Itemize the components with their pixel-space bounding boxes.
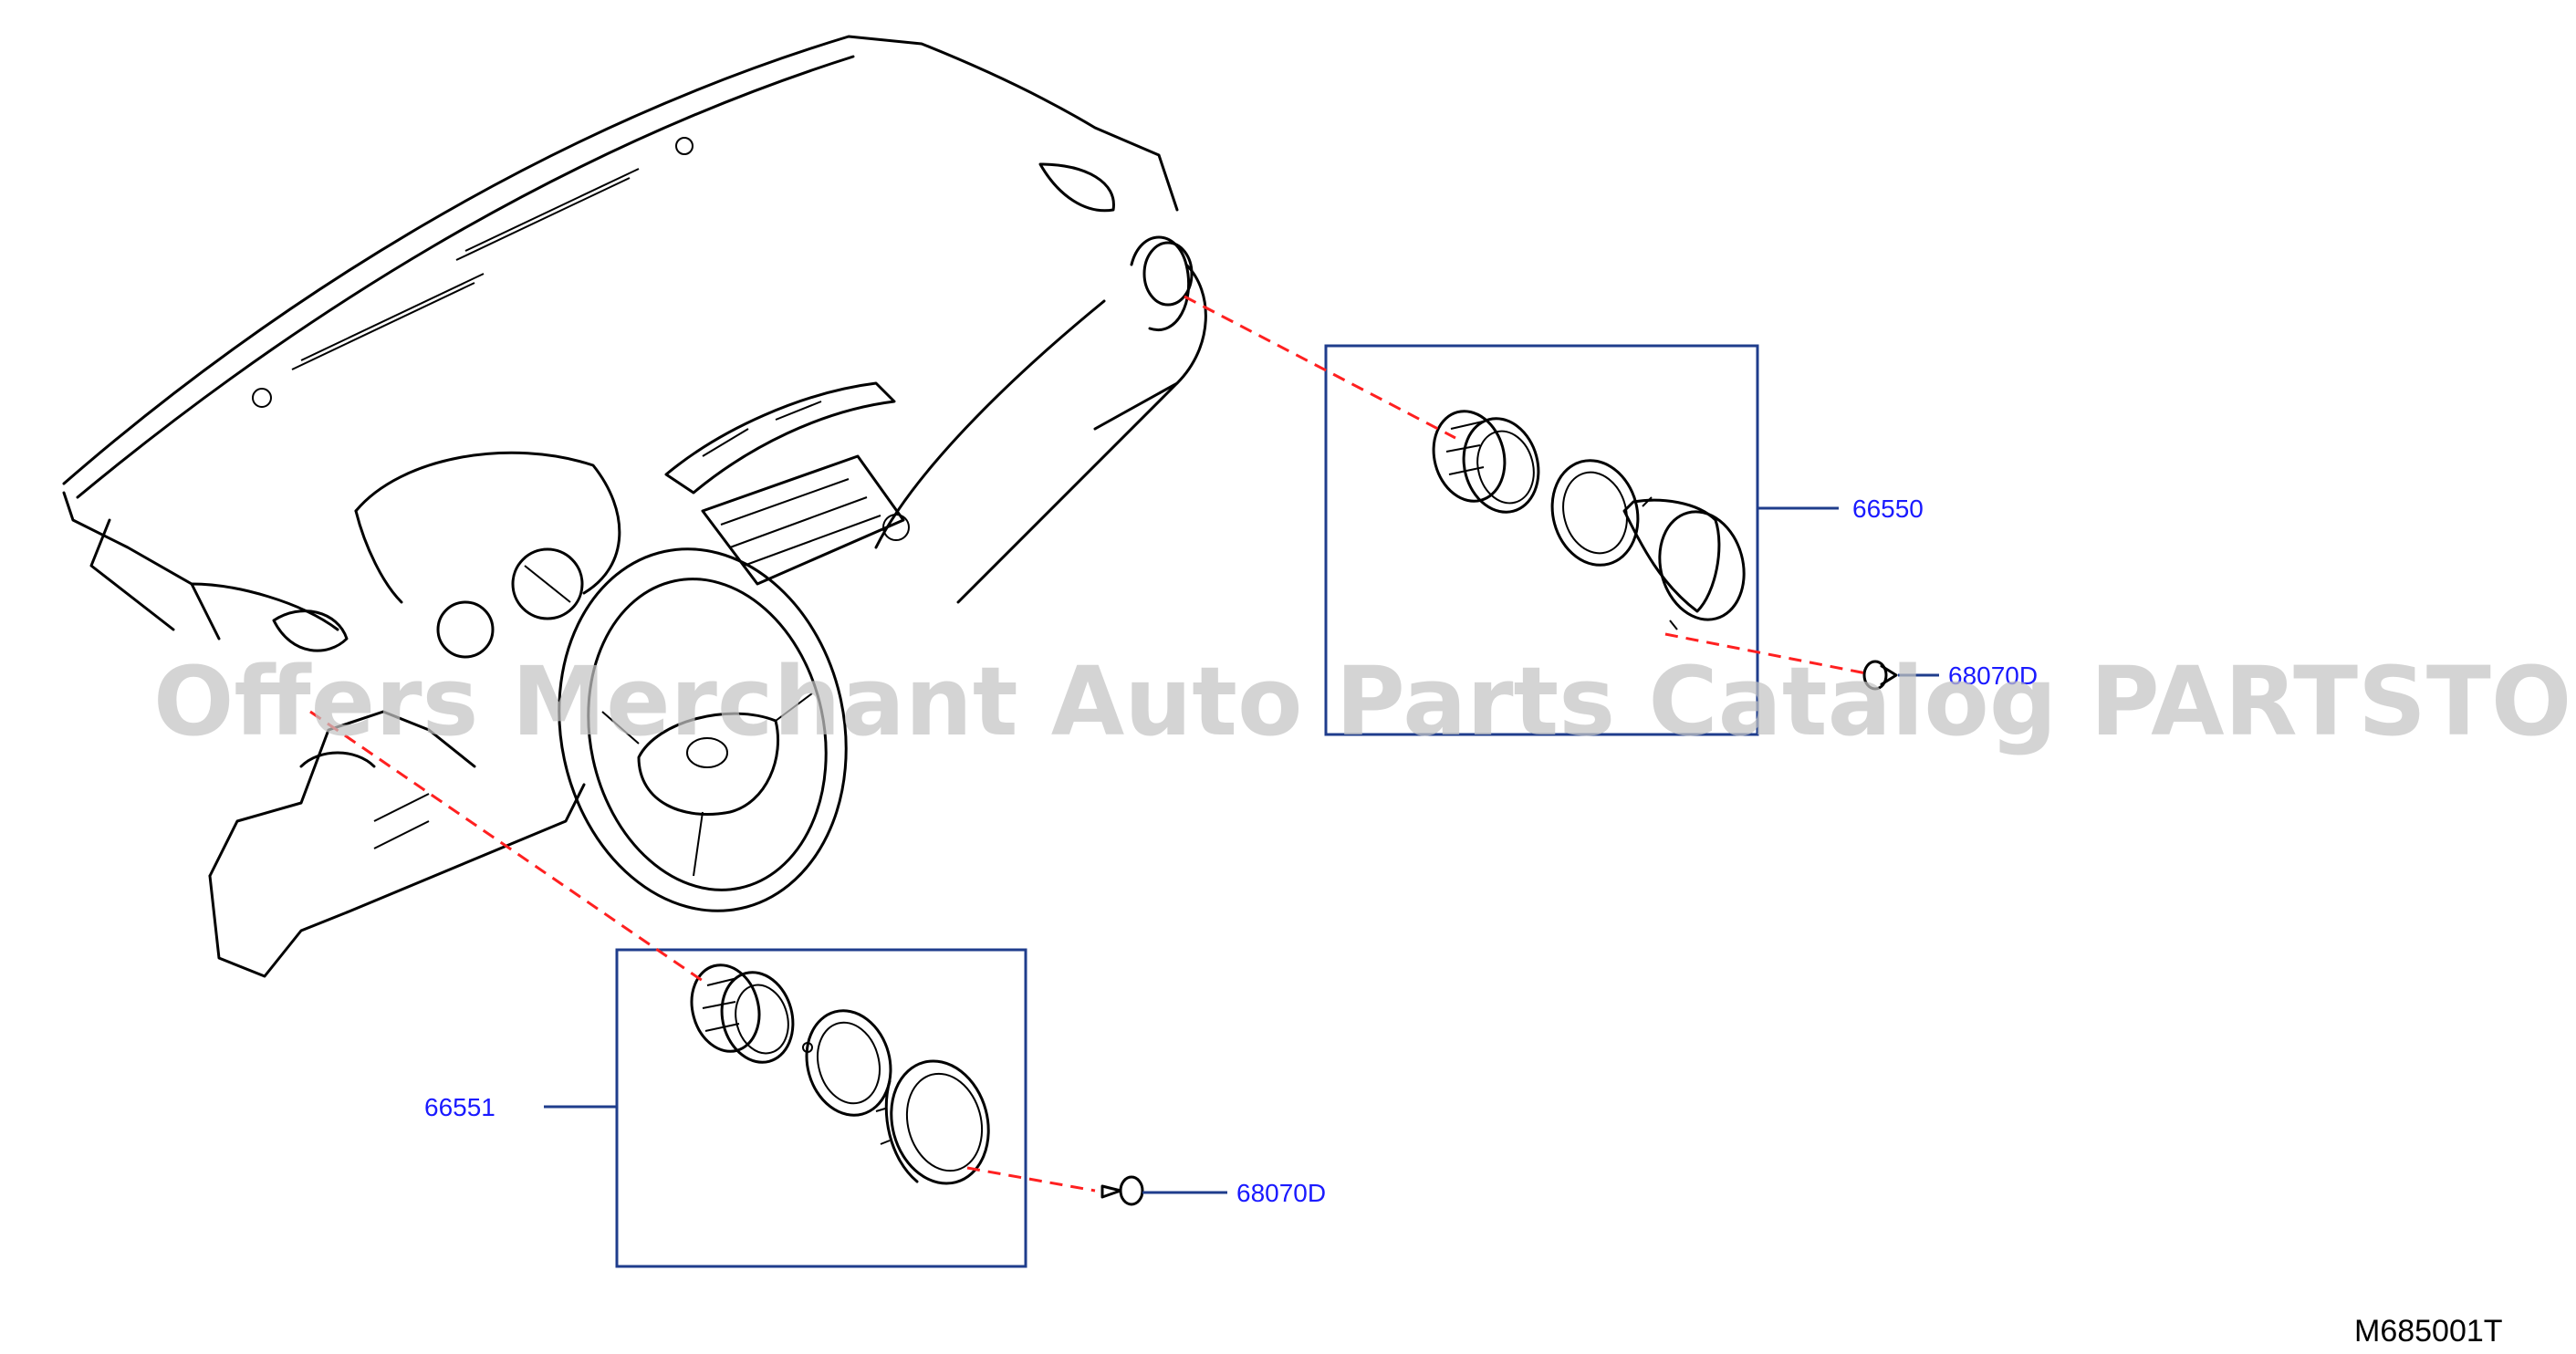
- upper-vent-bezel: [1622, 496, 1746, 630]
- callout-68070D-upper[interactable]: 68070D: [1948, 661, 2038, 690]
- upper-vent-grille: [1432, 410, 1540, 514]
- callout-66551[interactable]: 66551: [424, 1093, 495, 1121]
- callout-68070D-lower[interactable]: 68070D: [1236, 1179, 1326, 1207]
- callout-66550[interactable]: 66550: [1852, 495, 1924, 523]
- lower-clip-part: [1100, 1175, 1144, 1206]
- upper-assembly-box: [1324, 344, 1759, 736]
- instrument-panel-drawing: [62, 35, 1207, 978]
- lower-assembly-box: [615, 948, 1027, 1268]
- steering-wheel-drawing: [558, 547, 848, 912]
- leader-dash-upper-clip: [1664, 632, 1867, 675]
- leader-dash-upper-vent: [1184, 295, 1456, 440]
- lower-vent-grille: [690, 963, 795, 1064]
- lower-vent-ring: [802, 1009, 892, 1117]
- upper-clip-part: [1862, 660, 1898, 691]
- watermark-text: Offers Merchant Auto Parts Catalog PARTS…: [153, 646, 2576, 757]
- lower-vent-bezel: [875, 1059, 990, 1185]
- upper-vent-ring: [1550, 459, 1640, 567]
- diagram-code: M685001T: [2354, 1314, 2503, 1349]
- leader-dash-lower-vent: [309, 710, 704, 983]
- leader-dash-lower-clip: [966, 1166, 1096, 1193]
